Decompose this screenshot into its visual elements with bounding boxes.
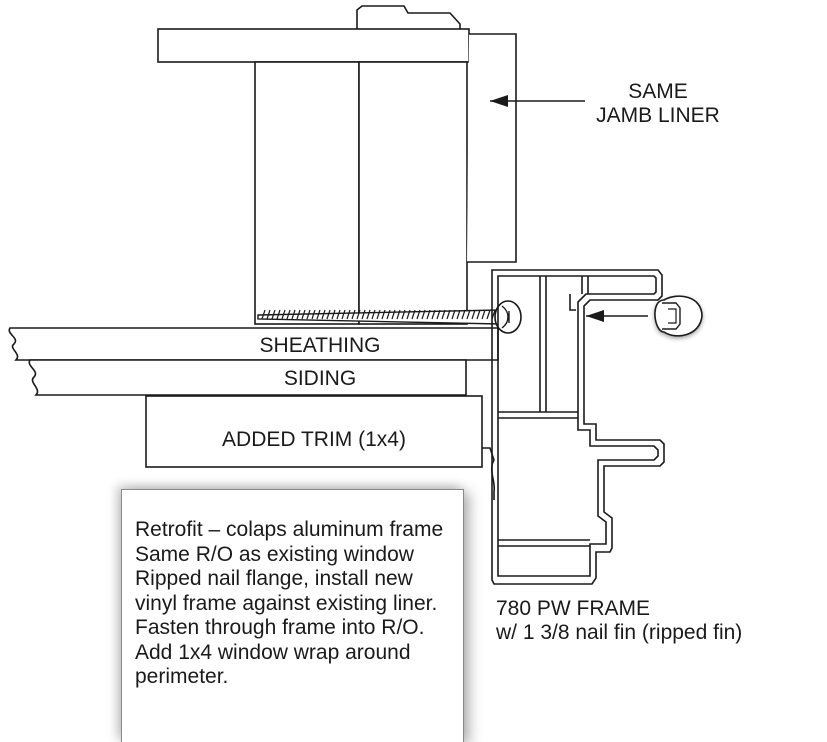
jamb-liner — [467, 33, 517, 263]
ripped-nail-fin — [482, 447, 496, 500]
note-line: perimeter. — [135, 665, 229, 688]
head-cap — [356, 5, 461, 29]
jamb-liner-label: SAME JAMB LINER — [583, 80, 733, 128]
note-line: Ripped nail flange, install new — [135, 567, 413, 590]
cap-arrowhead — [586, 310, 604, 322]
jamb-liner-label-line2: JAMB LINER — [596, 104, 720, 127]
head-board — [157, 28, 470, 63]
note-line: Same R/O as existing window — [135, 542, 414, 566]
snap-cap — [654, 295, 703, 337]
frame-label-line2: w/ 1 3/8 nail fin (ripped fin) — [496, 621, 743, 644]
sheathing-label: SHEATHING — [259, 334, 381, 357]
note-line: Fasten through frame into R/O. — [135, 616, 425, 639]
siding-board — [28, 359, 467, 396]
vinyl-frame-profile — [491, 269, 665, 585]
note-line: vinyl frame against existing liner. — [135, 591, 438, 615]
added-trim-label: ADDED TRIM (1x4) — [222, 428, 406, 451]
note-box: Retrofit – colaps aluminum frame Same R/… — [121, 489, 464, 742]
jamb-right — [358, 61, 468, 325]
frame-label: 780 PW FRAME w/ 1 3/8 nail fin (ripped f… — [496, 597, 742, 645]
note-line: Add 1x4 window wrap around — [135, 640, 411, 664]
jamb-liner-label-line1: SAME — [628, 80, 688, 103]
frame-label-line1: 780 PW FRAME — [496, 597, 651, 620]
liner-arrowhead — [490, 95, 508, 107]
added-trim — [145, 395, 483, 468]
siding-label: SIDING — [283, 367, 357, 390]
sheathing-board — [8, 327, 499, 361]
jamb-left — [254, 61, 360, 325]
note-line: Retrofit – colaps aluminum frame — [135, 518, 444, 541]
screw — [257, 300, 522, 334]
